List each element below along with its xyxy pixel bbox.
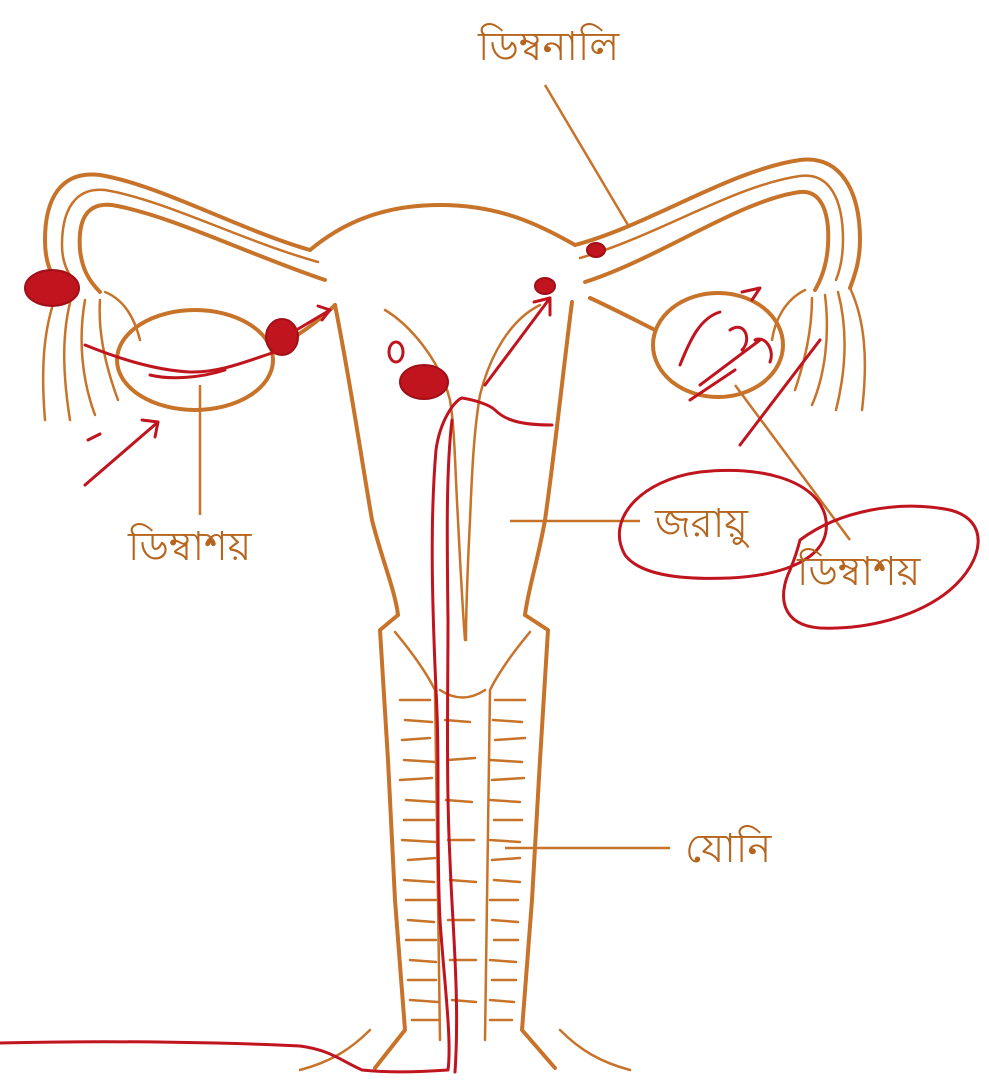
left-tube-line-3 [80, 205, 325, 292]
label-uterus: জরায়ু [654, 501, 750, 547]
labels: ডিম্বনালি ডিম্বাশয় জরায়ু ডিম্বাশয় যোন… [127, 23, 922, 872]
ink-path-line-2 [447, 420, 456, 1072]
label-left-ovary: ডিম্বাশয় [127, 523, 253, 570]
label-right-ovary: ডিম্বাশয় [796, 548, 922, 595]
ink-left-ovary-scribble [85, 345, 275, 378]
leader-right-ovary [735, 385, 850, 540]
ink-blob-left-fimbria [25, 270, 79, 306]
ink-blob-left-tube [266, 319, 298, 355]
label-vagina: যোনি [685, 825, 772, 872]
uterus-fundus [310, 205, 575, 250]
leader-fallopian-tube [545, 85, 628, 225]
right-ovarian-ligament [590, 298, 655, 330]
uterine-cavity [385, 310, 465, 640]
vagina-right-wall [522, 615, 555, 1068]
right-fimbriae [772, 288, 865, 410]
ink-right-tube-arrow [485, 298, 550, 385]
ink-blob-uterus [400, 365, 448, 399]
ink-left-small-mark [88, 434, 100, 440]
leader-lines [200, 85, 850, 848]
ink-dot-uterus [389, 342, 403, 362]
ink-left-tube-arrow [288, 306, 330, 335]
label-fallopian-tube: ডিম্বনালি [477, 23, 620, 70]
uterus-right-wall [525, 302, 572, 615]
ink-dot-tube-right-2 [587, 243, 605, 257]
ink-dot-tube-right-1 [535, 278, 555, 294]
ink-right-ovary-scribble [680, 288, 820, 445]
vagina-left-wall [375, 615, 405, 1068]
ink-path-line [0, 398, 552, 1072]
vaginal-rugae [400, 700, 525, 1020]
ink-left-ovary-arrow [85, 420, 158, 485]
